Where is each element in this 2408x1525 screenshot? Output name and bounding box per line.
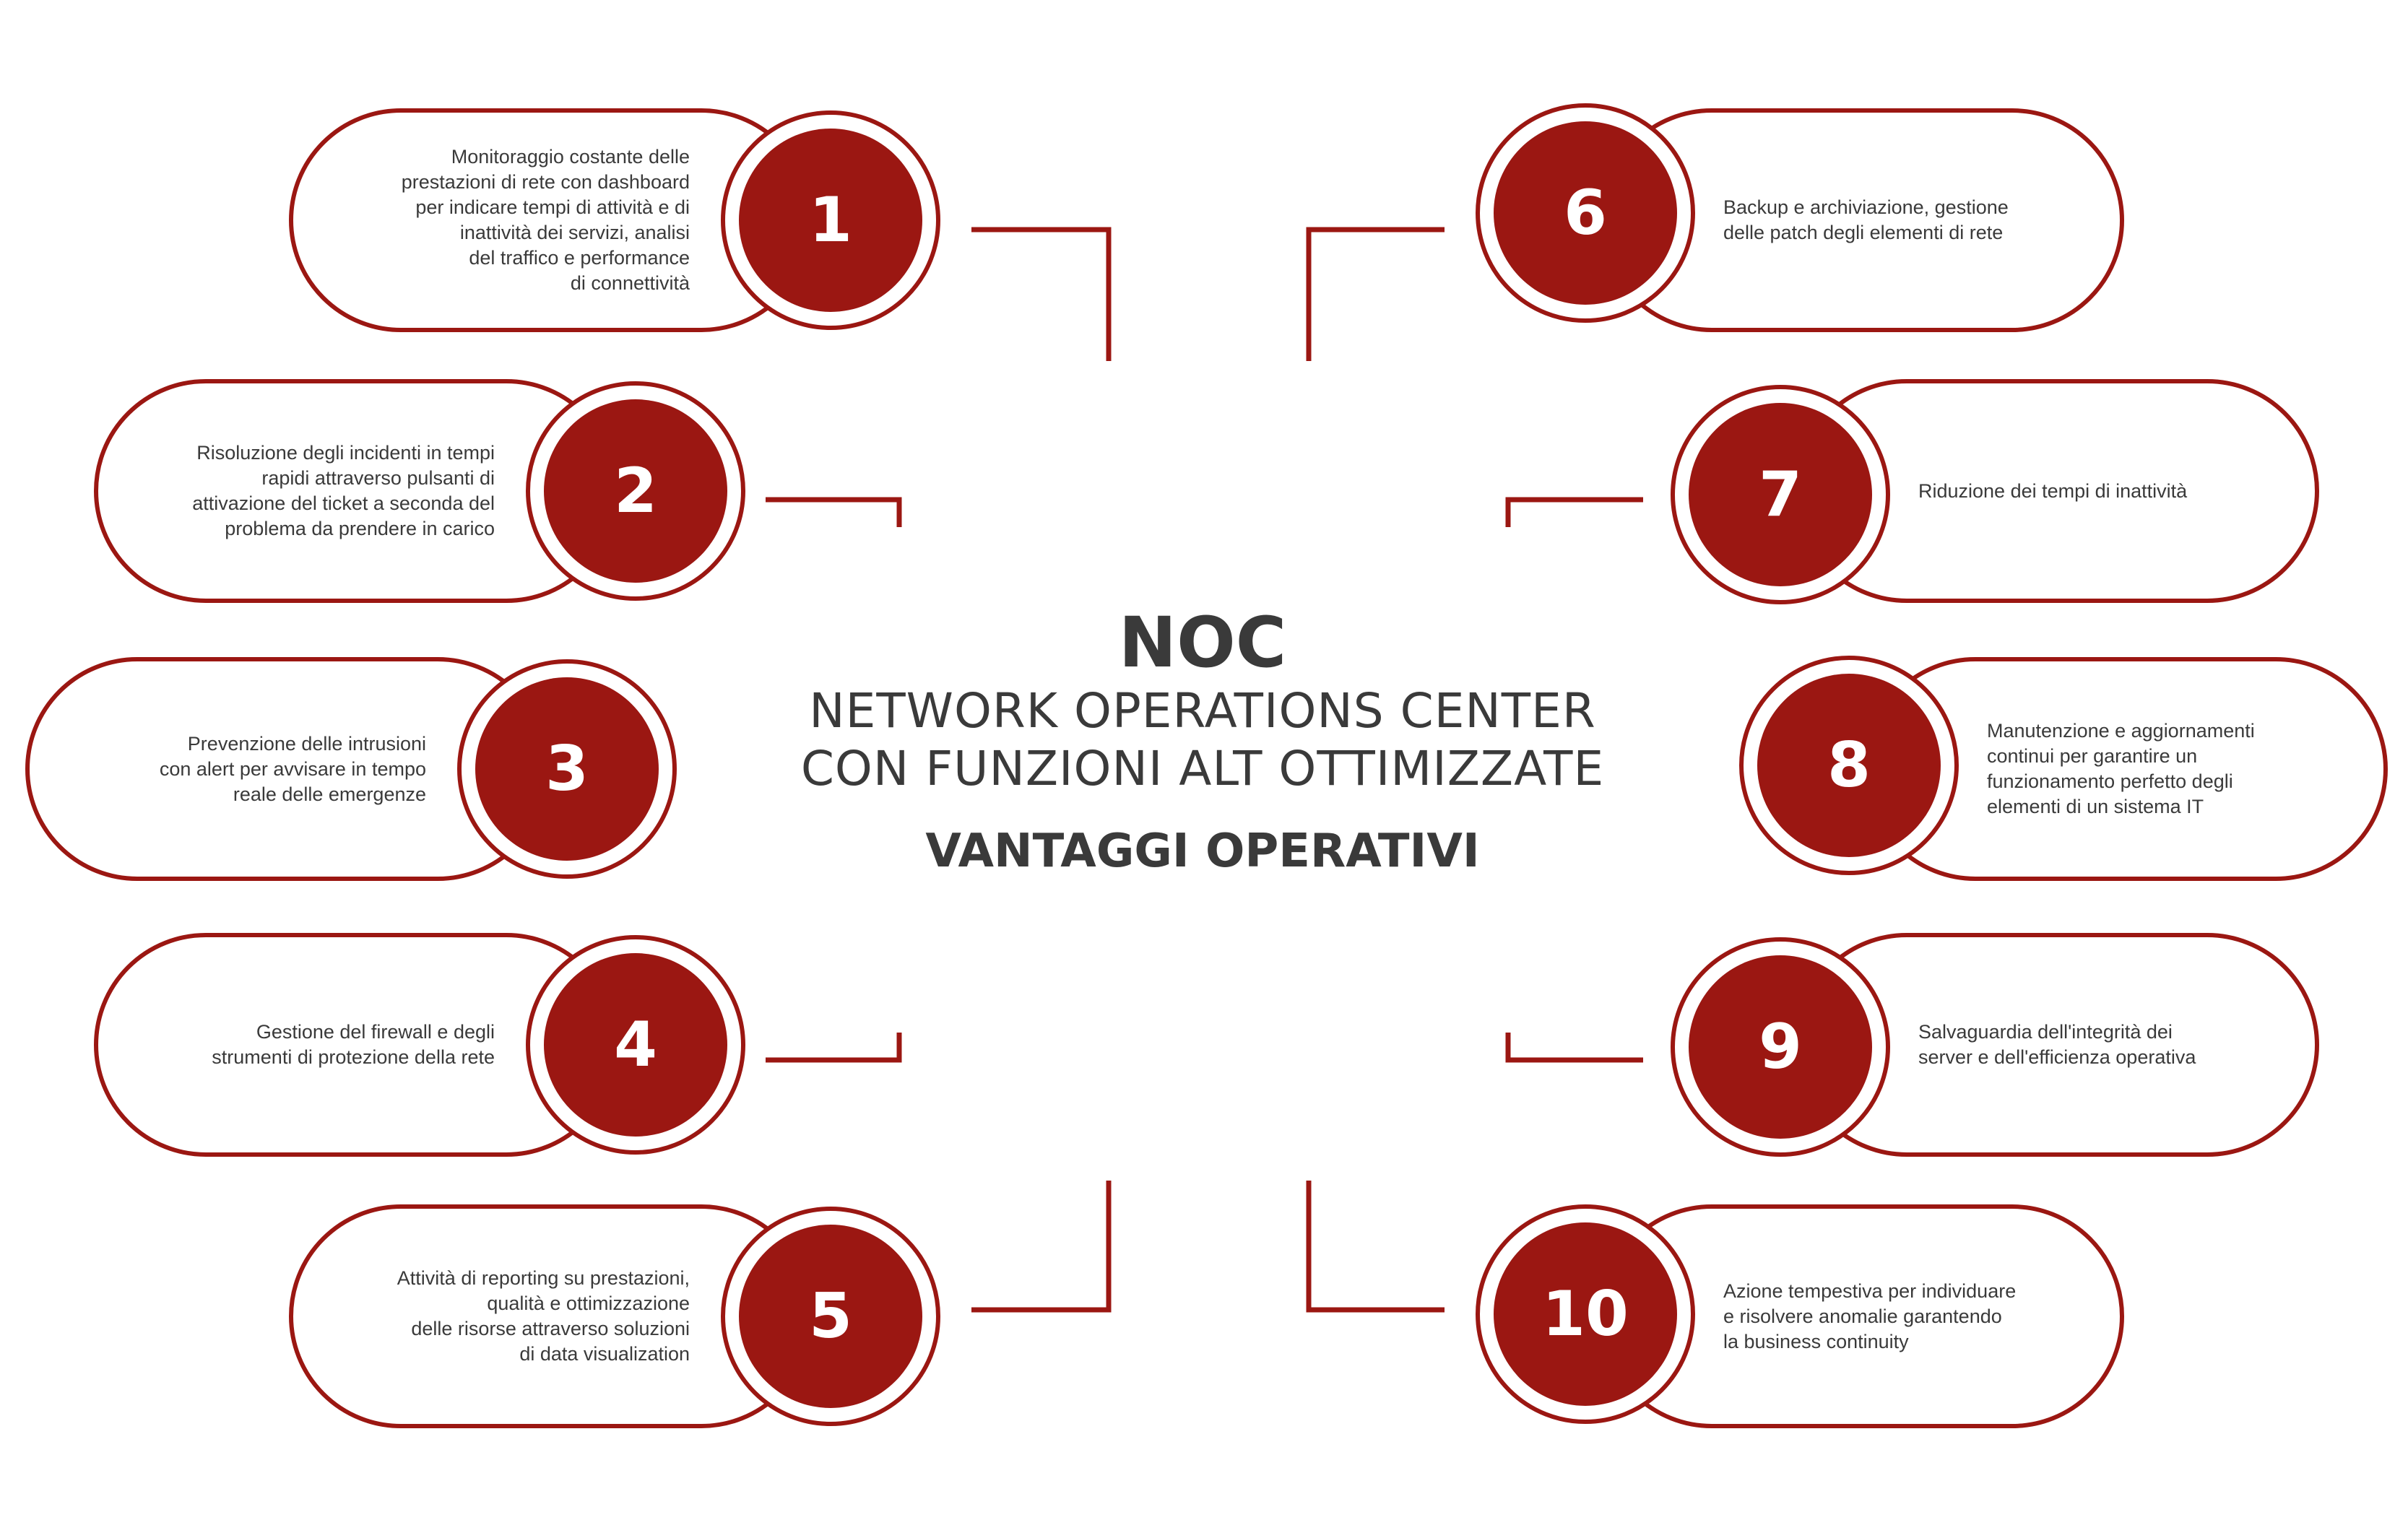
advantage-text-line: delle risorse attraverso soluzioni xyxy=(411,1318,690,1339)
noc-subtitle-line-1: NETWORK OPERATIONS CENTER xyxy=(809,683,1596,739)
advantage-text-line: Gestione del firewall e degli xyxy=(256,1021,495,1043)
number-badge-6: 6 xyxy=(1494,121,1677,305)
connector-line-6 xyxy=(1505,497,1643,527)
advantage-description-8: Manutenzione e aggiornamenti continui per… xyxy=(1987,661,2340,877)
advantage-text-line: Prevenzione delle intrusioni xyxy=(187,732,426,755)
advantage-description-2: Risoluzione degli incidenti in tempi rapi… xyxy=(142,383,495,599)
connector-line-5 xyxy=(1306,227,1445,361)
advantage-text-line: Riduzione dei tempi di inattività xyxy=(1918,479,2188,502)
advantage-description-1: Monitoraggio costante delle prestazioni d… xyxy=(337,113,690,328)
number-badge-4: 4 xyxy=(544,953,727,1137)
advantage-text-block: Riduzione dei tempi di inattività xyxy=(1918,479,2187,504)
number-badge-10: 10 xyxy=(1494,1222,1677,1406)
connector-line-3 xyxy=(766,1033,902,1063)
advantage-description-7: Riduzione dei tempi di inattività xyxy=(1918,383,2271,599)
advantage-text-line: qualità e ottimizzazione xyxy=(487,1292,690,1314)
advantage-text-line: rapidi attraverso pulsanti di xyxy=(261,467,495,489)
operational-advantages-heading: VANTAGGI OPERATIVI xyxy=(925,825,1480,878)
advantage-text-block: Monitoraggio costante delle prestazioni d… xyxy=(402,144,690,296)
advantage-text-line: strumenti di protezione della rete xyxy=(212,1046,495,1068)
advantage-text-line: Salvaguardia dell'integrità dei xyxy=(1918,1021,2173,1043)
advantage-text-line: Risoluzione degli incidenti in tempi xyxy=(196,442,495,464)
connector-line-7 xyxy=(1505,1033,1643,1063)
connector-line-8 xyxy=(1306,1181,1445,1313)
advantage-text-line: reale delle emergenze xyxy=(233,783,426,805)
advantage-text-line: e risolvere anomalie garantendo xyxy=(1723,1305,2002,1327)
connector-line-4 xyxy=(971,1181,1112,1313)
advantage-text-block: Manutenzione e aggiornamenti continui per… xyxy=(1987,718,2255,820)
number-badge-3: 3 xyxy=(475,677,659,861)
noc-subtitle-line-2: CON FUNZIONI ALT OTTIMIZZATE xyxy=(800,741,1605,796)
advantage-text-line: server e dell'efficienza operativa xyxy=(1918,1046,2196,1068)
advantage-text-line: di connettività xyxy=(570,272,690,294)
connector-line-1 xyxy=(971,227,1112,361)
advantage-description-10: Azione tempestiva per individuare e risol… xyxy=(1723,1209,2076,1424)
noc-title: NOC xyxy=(1118,602,1287,683)
advantage-text-line: Manutenzione e aggiornamenti xyxy=(1987,720,2255,742)
center-title-block: NOC NETWORK OPERATIONS CENTER CON FUNZIO… xyxy=(758,603,1647,880)
number-badge-5: 5 xyxy=(739,1225,922,1408)
advantage-text-line: con alert per avvisare in tempo xyxy=(159,757,426,780)
number-badge-7: 7 xyxy=(1689,403,1872,586)
advantage-card-1: Monitoraggio costante delle prestazioni d… xyxy=(289,108,813,332)
advantage-text-line: elementi di un sistema IT xyxy=(1987,796,2204,817)
advantage-text-block: Attività di reporting su prestazioni, qua… xyxy=(397,1266,690,1367)
number-badge-8: 8 xyxy=(1757,674,1941,857)
advantage-card-8: Manutenzione e aggiornamenti continui per… xyxy=(1863,657,2388,881)
advantage-text-line: prestazioni di rete con dashboard xyxy=(401,171,690,193)
advantage-text-line: attivazione del ticket a seconda del xyxy=(192,492,495,514)
advantage-text-line: problema da prendere in carico xyxy=(225,518,495,539)
number-badge-1: 1 xyxy=(739,129,922,312)
advantage-text-block: Azione tempestiva per individuare e risol… xyxy=(1723,1279,2016,1355)
advantage-description-5: Attività di reporting su prestazioni, qua… xyxy=(337,1209,690,1424)
advantage-text-line: per indicare tempi di attività e di xyxy=(415,196,690,218)
advantage-text-block: Risoluzione degli incidenti in tempi rapi… xyxy=(192,440,495,542)
advantage-text-line: del traffico e performance xyxy=(469,247,690,269)
advantage-text-block: Salvaguardia dell'integrità dei server e … xyxy=(1918,1020,2196,1070)
advantage-text-line: Azione tempestiva per individuare xyxy=(1723,1279,2017,1302)
advantage-description-9: Salvaguardia dell'integrità dei server e … xyxy=(1918,937,2271,1152)
advantage-text-line: Attività di reporting su prestazioni, xyxy=(397,1267,690,1289)
advantage-text-line: continui per garantire un xyxy=(1987,745,2198,767)
advantage-text-line: delle patch degli elementi di rete xyxy=(1723,222,2004,243)
advantage-text-block: Backup e archiviazione, gestione delle pa… xyxy=(1723,195,2009,246)
advantage-text-block: Gestione del firewall e degli strumenti d… xyxy=(212,1020,495,1070)
advantage-description-4: Gestione del firewall e degli strumenti d… xyxy=(142,937,495,1152)
advantage-text-line: di data visualization xyxy=(519,1343,690,1365)
advantage-text-line: Backup e archiviazione, gestione xyxy=(1723,196,2009,218)
advantage-text-line: funzionamento perfetto degli xyxy=(1987,770,2233,792)
connector-line-2 xyxy=(766,497,902,527)
number-badge-9: 9 xyxy=(1689,955,1872,1139)
number-badge-2: 2 xyxy=(544,399,727,583)
advantage-text-line: inattività dei servizi, analisi xyxy=(459,222,690,243)
advantage-text-line: Monitoraggio costante delle xyxy=(451,146,690,168)
advantage-description-6: Backup e archiviazione, gestione delle pa… xyxy=(1723,113,2076,328)
advantage-text-line: la business continuity xyxy=(1723,1330,1909,1352)
